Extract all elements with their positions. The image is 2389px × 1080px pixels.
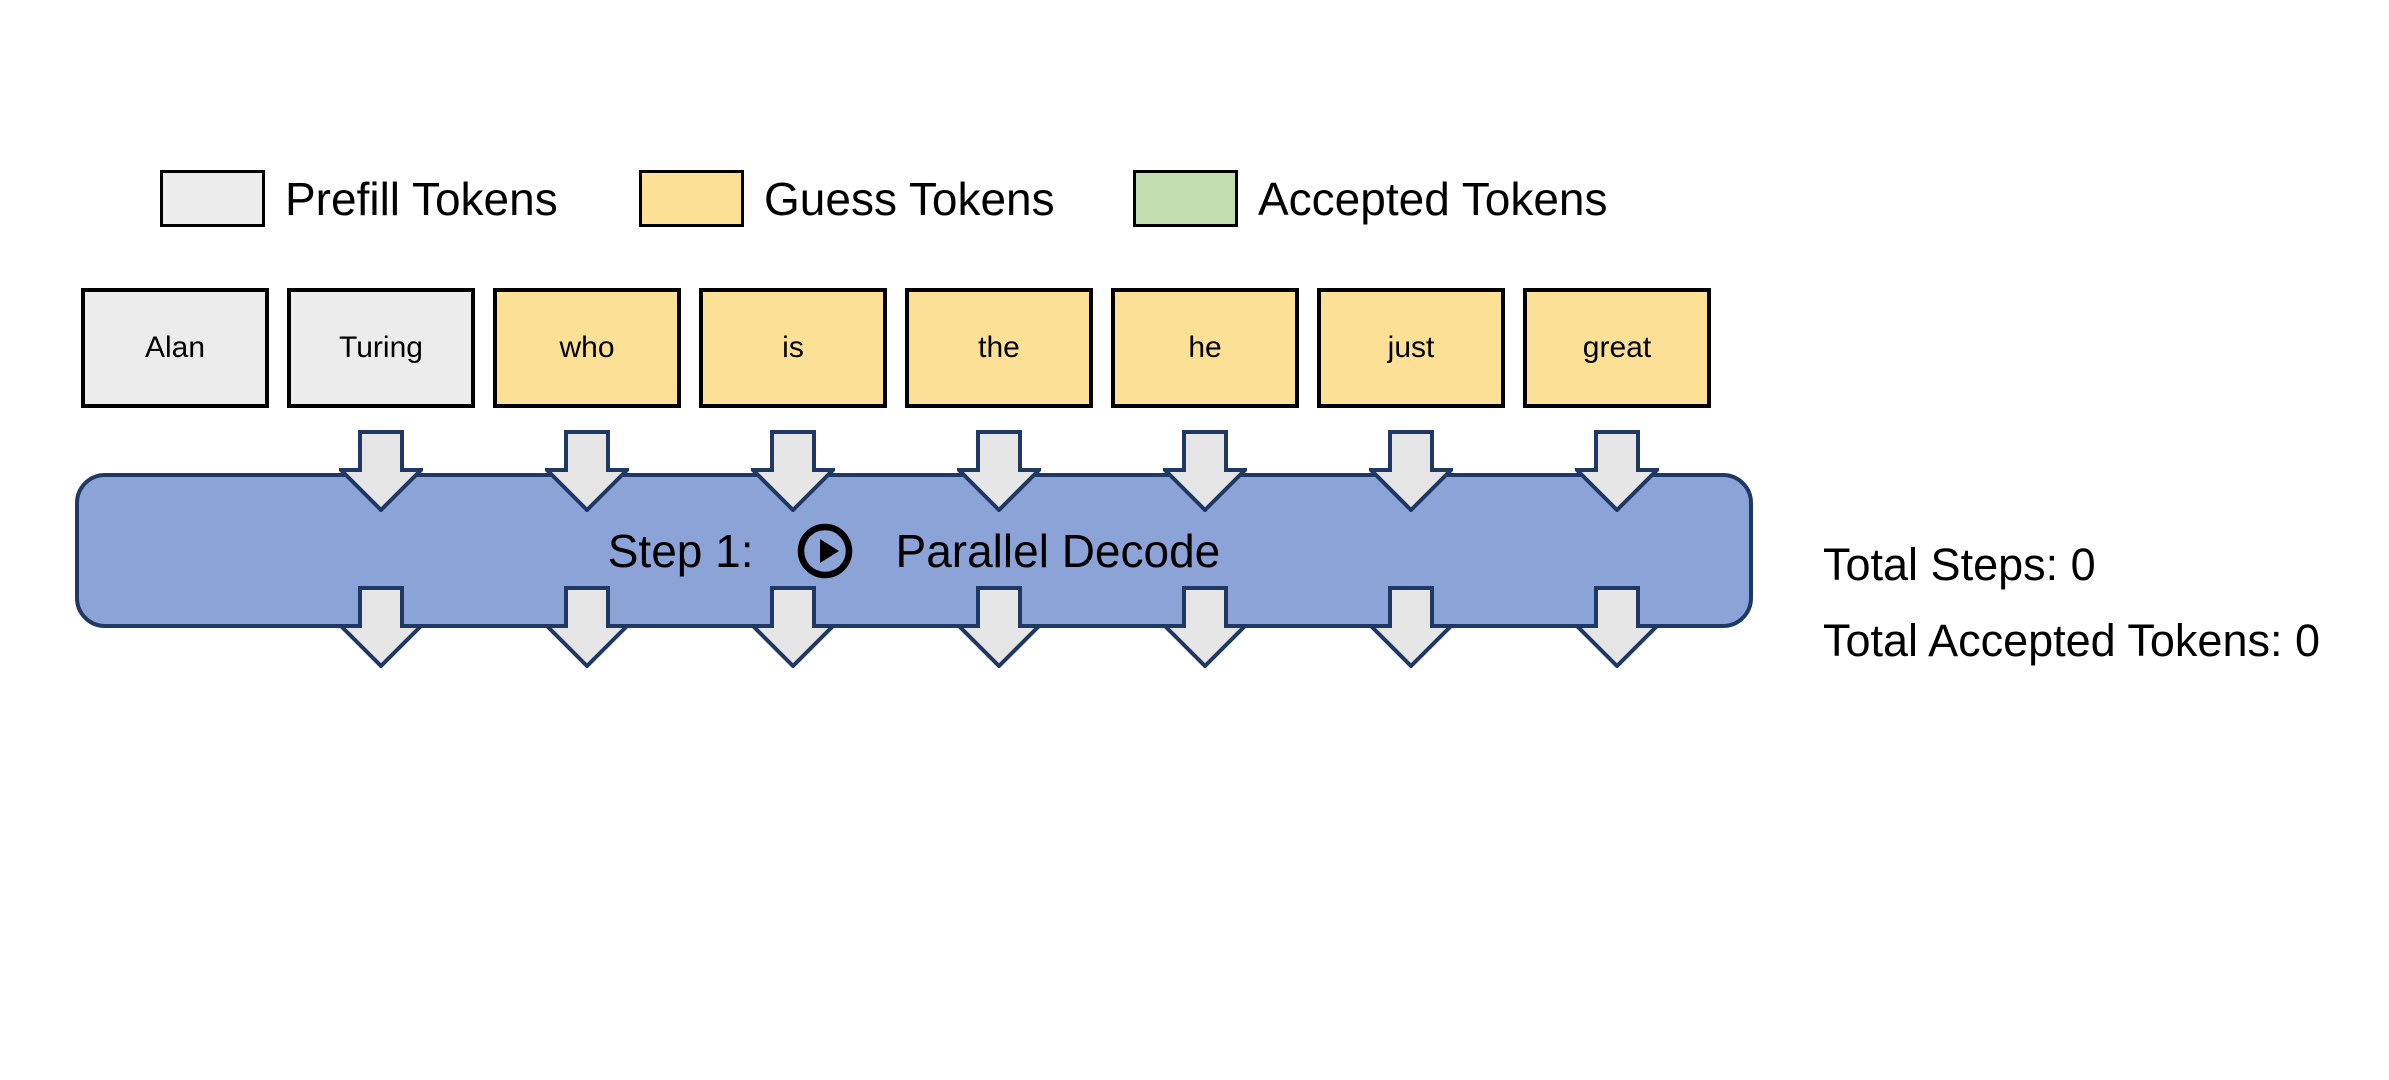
down-arrow-in [1366,430,1456,513]
token-box-turing: Turing [287,288,475,408]
prefill-swatch [160,170,265,227]
token-label: is [782,331,804,364]
token-box-the: the [905,288,1093,408]
token-label: great [1582,331,1652,364]
down-arrow-out [1160,586,1250,669]
token-box-who: who [493,288,681,408]
down-arrow-in [1572,430,1662,513]
token-label: just [1387,331,1435,364]
legend-label-prefill: Prefill Tokens [285,172,558,225]
down-arrow-in [1160,430,1250,513]
legend-item-accepted: Accepted Tokens [1133,170,1608,227]
down-arrow-out [1572,586,1662,669]
down-arrow-out [1366,586,1456,669]
token-box-he: he [1111,288,1299,408]
total-accepted-value: 0 [2295,615,2321,666]
step-action-label: Parallel Decode [895,524,1221,577]
total-accepted-label: Total Accepted Tokens: [1823,615,2283,666]
token-label: who [559,331,615,364]
down-arrow-out [336,586,426,669]
down-arrow-in [336,430,426,513]
token-box-just: just [1317,288,1505,408]
down-arrow-out [748,586,838,669]
legend-label-accepted: Accepted Tokens [1258,172,1608,225]
total-steps-line: Total Steps: 0 [1823,527,2320,603]
total-accepted-line: Total Accepted Tokens: 0 [1823,603,2320,679]
accepted-swatch [1133,170,1238,227]
step-number-label: Step 1: [607,524,754,577]
token-box-alan: Alan [81,288,269,408]
token-box-great: great [1523,288,1711,408]
token-row: Alan Turing who is the he just great [81,288,1711,408]
total-steps-value: 0 [2070,539,2096,590]
total-steps-label: Total Steps: [1823,539,2059,590]
decode-step-bar-label: Step 1: Parallel Decode [75,473,1753,628]
guess-swatch [639,170,744,227]
down-arrow-out [954,586,1044,669]
down-arrow-in [954,430,1044,513]
down-arrow-in [748,430,838,513]
token-label: Turing [339,331,423,364]
token-label: Alan [144,331,206,364]
decode-step-bar [75,473,1753,628]
totals-panel: Total Steps: 0 Total Accepted Tokens: 0 [1823,527,2320,679]
down-arrow-out [542,586,632,669]
legend-item-guess: Guess Tokens [639,170,1055,227]
token-box-is: is [699,288,887,408]
legend-item-prefill: Prefill Tokens [160,170,558,227]
legend-label-guess: Guess Tokens [764,172,1055,225]
token-label: the [978,331,1020,364]
down-arrow-in [542,430,632,513]
token-label: he [1188,331,1222,364]
play-icon[interactable] [796,522,854,580]
